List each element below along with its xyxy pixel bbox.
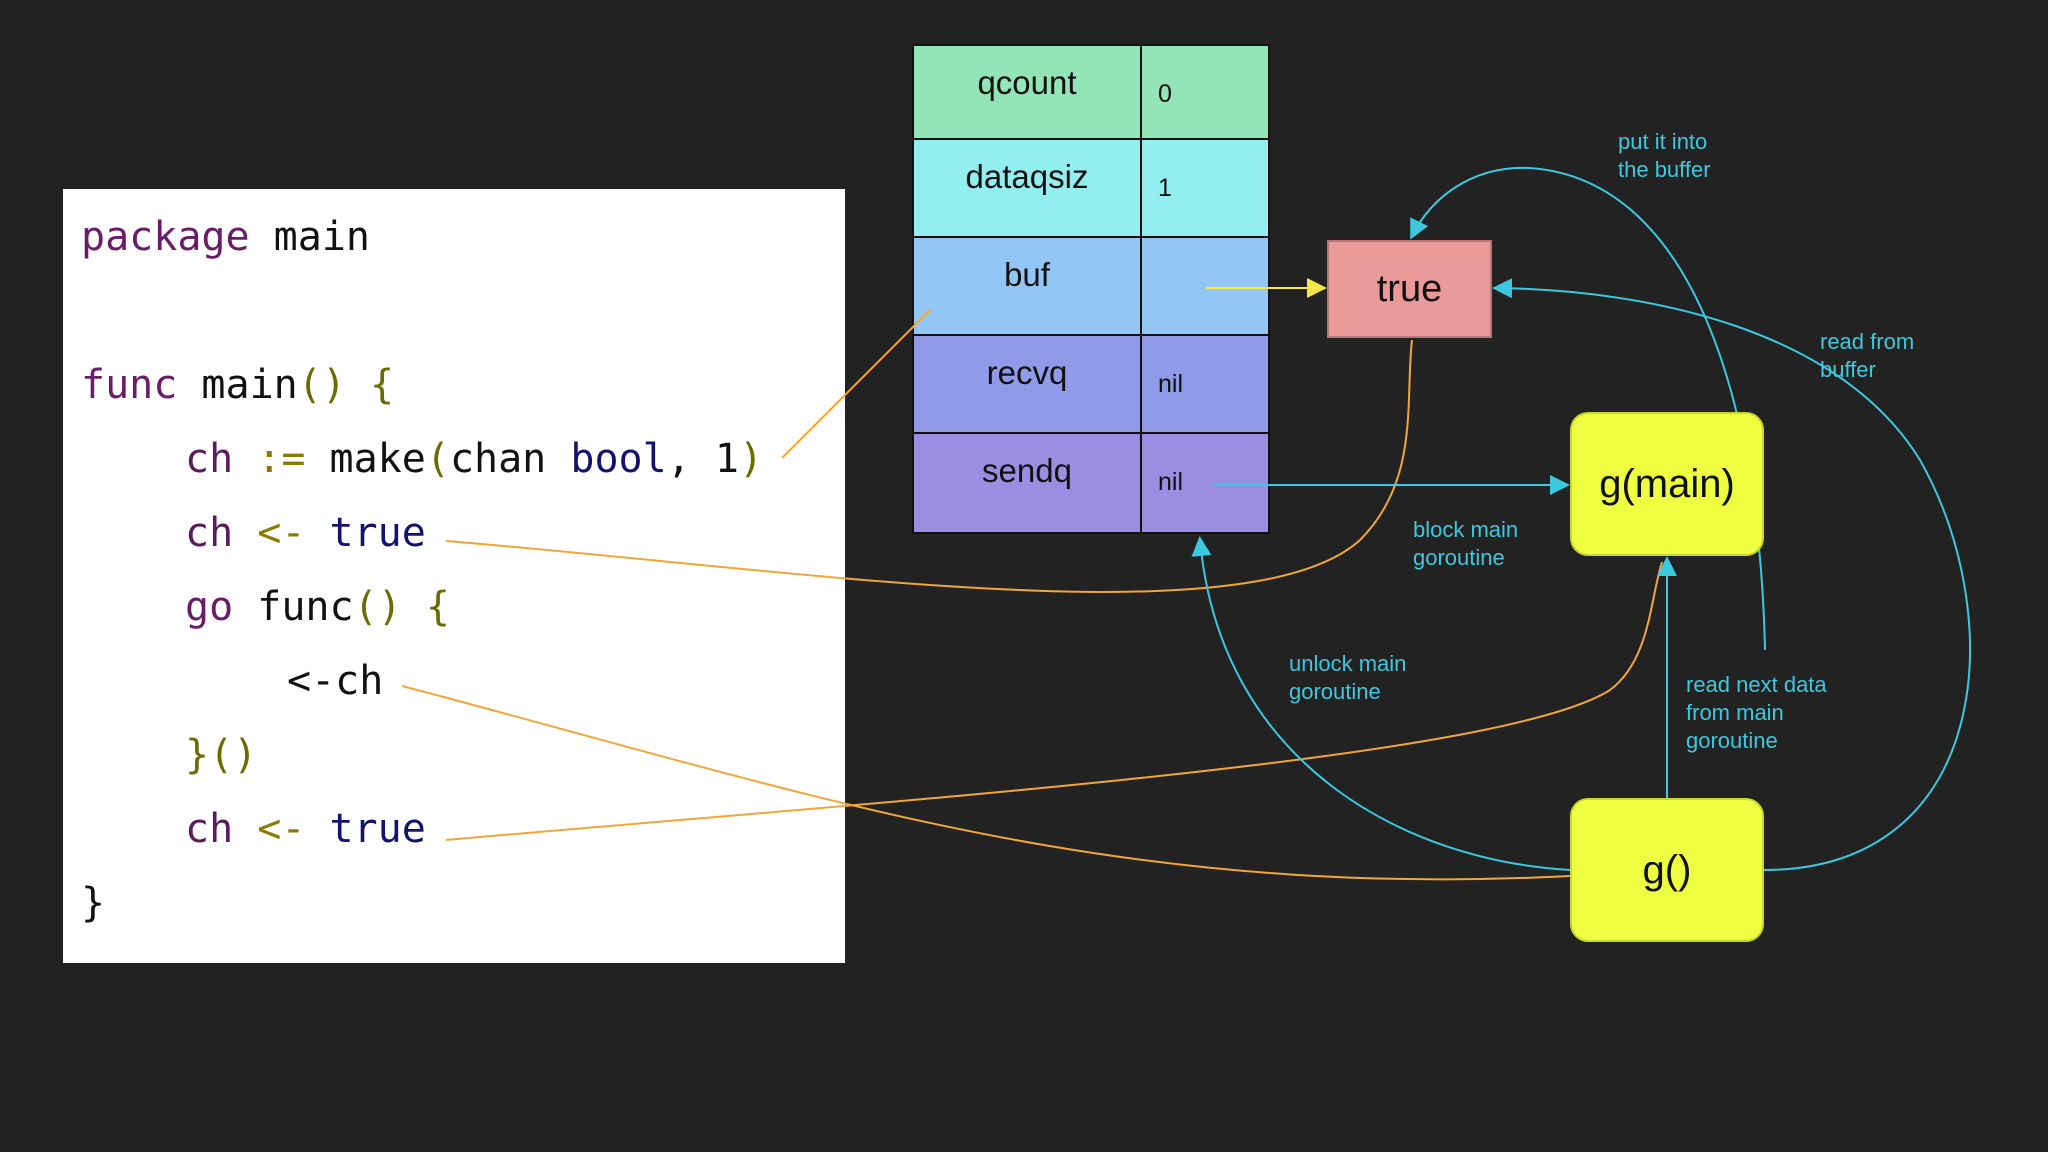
field-name: recvq (914, 336, 1142, 432)
label-unlock-main: unlock main goroutine (1289, 651, 1407, 704)
func-name: main (177, 362, 298, 408)
buffer-value-box: true (1327, 240, 1492, 338)
assign-op: := (233, 436, 306, 482)
code-line-func-main: func main() { (81, 361, 394, 409)
var-ch: ch (185, 806, 234, 852)
code-line-send-1: ch <- true (185, 509, 426, 557)
make-open-paren: ( (425, 436, 450, 482)
true-literal: true (305, 510, 426, 556)
make-close-paren: ) (738, 436, 764, 482)
comma: , (666, 436, 715, 482)
label-block-main: block main goroutine (1413, 517, 1519, 570)
label-read-from-buffer: read from buffer (1820, 329, 1915, 382)
wire-send1-to-true (445, 339, 1413, 593)
make-call: make (305, 436, 426, 482)
wire-read-from-buffer (1492, 278, 1971, 871)
field-name: buf (914, 238, 1142, 334)
bool-type: bool (570, 436, 667, 482)
main-close-brace: } (81, 880, 106, 926)
anon-close-brace: } (185, 732, 210, 778)
field-row-recvq: recvq nil (912, 334, 1270, 434)
code-line-send-2: ch <- true (185, 805, 426, 853)
anon-call-parens: () (209, 732, 258, 778)
wire-unlock-main (1191, 536, 1571, 871)
code-line-close-main: } (81, 879, 105, 927)
var-ch: ch (185, 436, 234, 482)
receive-expr: <-ch (287, 658, 384, 704)
field-row-qcount: qcount 0 (912, 44, 1270, 140)
wire-receive-to-g (401, 685, 1571, 881)
code-line-close-anon: }() (185, 731, 257, 779)
keyword-package: package (81, 214, 250, 260)
anon-func: func (233, 584, 354, 630)
anon-open-brace: { (401, 584, 450, 630)
goroutine-node: g() (1570, 798, 1764, 942)
field-name: dataqsiz (914, 140, 1142, 236)
code-line-package: package main (81, 213, 370, 261)
field-name: qcount (914, 46, 1142, 138)
chan-keyword: chan (449, 436, 571, 482)
main-goroutine-node: g(main) (1570, 412, 1764, 556)
send-op: <- (233, 806, 306, 852)
keyword-func: func (81, 362, 178, 408)
code-line-receive: <-ch (287, 657, 383, 705)
label-put-into-buffer: put it into the buffer (1618, 129, 1711, 182)
field-value: 1 (1158, 174, 1172, 202)
package-name: main (249, 214, 370, 260)
code-panel: package main func main() { ch := make(ch… (63, 189, 845, 963)
field-value: nil (1158, 468, 1184, 496)
label-read-next: read next data from main goroutine (1686, 672, 1827, 753)
field-value: 0 (1158, 80, 1172, 108)
field-value: nil (1158, 370, 1184, 398)
func-parens: () (297, 362, 346, 408)
send-op: <- (233, 510, 306, 556)
true-literal: true (305, 806, 426, 852)
code-line-make: ch := make(chan bool, 1) (185, 435, 763, 483)
var-ch: ch (185, 510, 234, 556)
func-open-brace: { (345, 362, 395, 408)
code-line-go-func: go func() { (185, 583, 450, 631)
keyword-go: go (185, 584, 234, 630)
field-row-sendq: sendq nil (912, 432, 1270, 534)
wire-make-to-buf (781, 309, 931, 459)
field-name: sendq (914, 434, 1142, 532)
buffer-size: 1 (714, 436, 739, 482)
anon-parens: () (353, 584, 402, 630)
wire-send2-to-gmain (445, 561, 1663, 841)
